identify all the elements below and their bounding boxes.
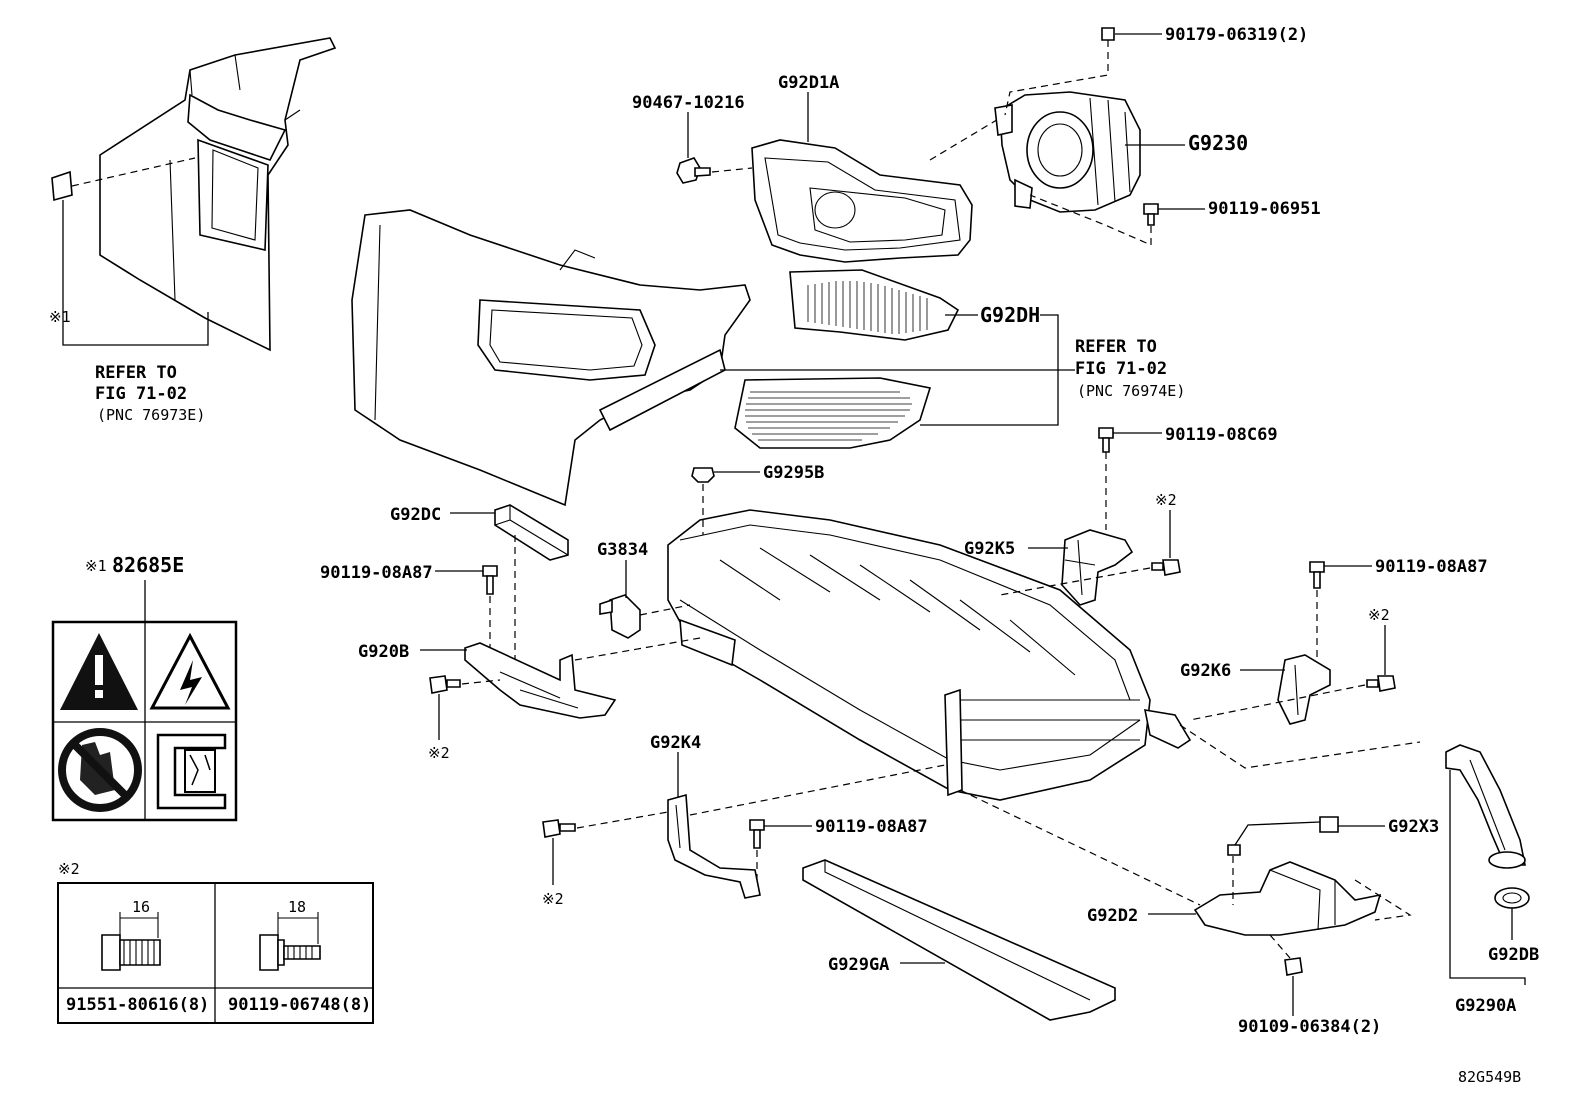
filter-g92dh bbox=[789, 269, 960, 341]
bolt-90119-08a87-right bbox=[1309, 561, 1325, 589]
bolt-col2-part: 90119-06748(8) bbox=[228, 995, 371, 1015]
bolt-table: ※2 16 91551-80616(8) 18 90119-06748(8) bbox=[57, 860, 374, 1024]
warning-note-mark: ※1 bbox=[85, 557, 107, 575]
small-label-plate bbox=[51, 170, 73, 202]
label-g92d2: G92D2 bbox=[1087, 906, 1138, 926]
label-g92k6: G92K6 bbox=[1180, 661, 1231, 681]
blower-fan-g9230 bbox=[994, 91, 1141, 213]
note-mark-2-c: ※2 bbox=[428, 744, 450, 762]
label-g92k5: G92K5 bbox=[964, 539, 1015, 559]
bolt-note2-c bbox=[429, 675, 461, 694]
bolt-col1-part: 91551-80616(8) bbox=[66, 995, 209, 1015]
bracket-g92k5 bbox=[1061, 529, 1134, 606]
note-mark-2-a: ※2 bbox=[1155, 491, 1177, 509]
label-g9230: G9230 bbox=[1188, 131, 1248, 155]
ref-right-line2: FIG 71-02 bbox=[1075, 359, 1167, 379]
bolt-90119-06951 bbox=[1143, 203, 1159, 226]
label-90119-08a87-mid: 90119-08A87 bbox=[815, 817, 928, 837]
diagram-id: 82G549B bbox=[1458, 1068, 1521, 1086]
note-mark-2-b: ※2 bbox=[1368, 606, 1390, 624]
air-duct-g92d1a bbox=[751, 139, 973, 263]
bolt-90119-08c69 bbox=[1098, 427, 1114, 453]
label-g920b: G920B bbox=[358, 642, 409, 662]
ref-left-line2: FIG 71-02 bbox=[95, 384, 187, 404]
reference-right: REFER TO FIG 71-02 (PNC 76974E) bbox=[1075, 337, 1185, 400]
bolt-90119-08a87-left bbox=[482, 565, 498, 595]
grommet-g92db bbox=[1494, 887, 1530, 909]
battery-cross-section-icon bbox=[156, 733, 227, 810]
label-g929ga: G929GA bbox=[828, 955, 889, 975]
bracket-g920b bbox=[464, 642, 617, 719]
label-g92k4: G92K4 bbox=[650, 733, 701, 753]
warning-part-number: 82685E bbox=[112, 553, 184, 577]
bolt-90119-06748-icon bbox=[259, 912, 321, 971]
ref-right-line3: (PNC 76974E) bbox=[1077, 382, 1185, 400]
nut-90179 bbox=[1101, 27, 1115, 41]
filter-lower bbox=[734, 377, 932, 449]
warning-label-82685e: ※1 82685E bbox=[51, 553, 238, 822]
label-g92dc: G92DC bbox=[390, 505, 441, 525]
harness-g92x3 bbox=[1227, 816, 1339, 856]
reference-left: REFER TO FIG 71-02 (PNC 76973E) bbox=[95, 363, 205, 424]
bracket-g92k6 bbox=[1277, 654, 1331, 725]
label-g9290a: G9290A bbox=[1455, 996, 1516, 1016]
bolt-col1-dim: 16 bbox=[132, 898, 150, 916]
duct-g92d2 bbox=[1193, 861, 1382, 936]
label-90467: 90467-10216 bbox=[632, 93, 745, 113]
bolt-table-note: ※2 bbox=[58, 860, 80, 878]
label-g9295b: G9295B bbox=[763, 463, 824, 483]
duct-g9290a bbox=[1445, 744, 1526, 869]
foam-g92dc bbox=[494, 504, 569, 561]
note-mark-1: ※1 bbox=[49, 308, 71, 326]
label-90119-08c69: 90119-08C69 bbox=[1165, 425, 1278, 445]
label-90119-08a87-right: 90119-08A87 bbox=[1375, 557, 1488, 577]
bolt-note2-a bbox=[1151, 559, 1181, 576]
sensor-g3834 bbox=[599, 594, 641, 639]
label-90179: 90179-06319(2) bbox=[1165, 25, 1308, 45]
bolt-note2-b bbox=[1366, 675, 1396, 692]
label-90109: 90109-06384(2) bbox=[1238, 1017, 1381, 1037]
label-90119-08a87-left: 90119-08A87 bbox=[320, 563, 433, 583]
label-g92db: G92DB bbox=[1488, 945, 1539, 965]
note-mark-2-d: ※2 bbox=[542, 890, 564, 908]
front-trim-panel bbox=[351, 209, 751, 507]
label-g92dh: G92DH bbox=[980, 303, 1040, 327]
bolt-note2-d bbox=[542, 819, 576, 838]
bracket-g92k4 bbox=[667, 793, 761, 899]
bolt-90109 bbox=[1284, 957, 1303, 976]
bolt-col2-dim: 18 bbox=[288, 898, 306, 916]
bolt-91551-icon bbox=[101, 912, 161, 971]
label-g92x3: G92X3 bbox=[1388, 817, 1439, 837]
plate-g929ga bbox=[802, 859, 1116, 1021]
side-trim-panel bbox=[99, 37, 337, 352]
no-touch-icon bbox=[58, 728, 142, 812]
ref-left-line3: (PNC 76973E) bbox=[97, 406, 205, 424]
battery-pack bbox=[667, 509, 1192, 801]
label-90119-06951: 90119-06951 bbox=[1208, 199, 1321, 219]
clip-g9295b bbox=[691, 467, 715, 483]
bolt-90119-08a87-mid bbox=[749, 819, 765, 849]
ref-right-line1: REFER TO bbox=[1075, 337, 1157, 357]
ref-left-line1: REFER TO bbox=[95, 363, 177, 383]
label-g3834: G3834 bbox=[597, 540, 648, 560]
label-g92d1a: G92D1A bbox=[778, 73, 839, 93]
clip-90467 bbox=[676, 157, 711, 184]
